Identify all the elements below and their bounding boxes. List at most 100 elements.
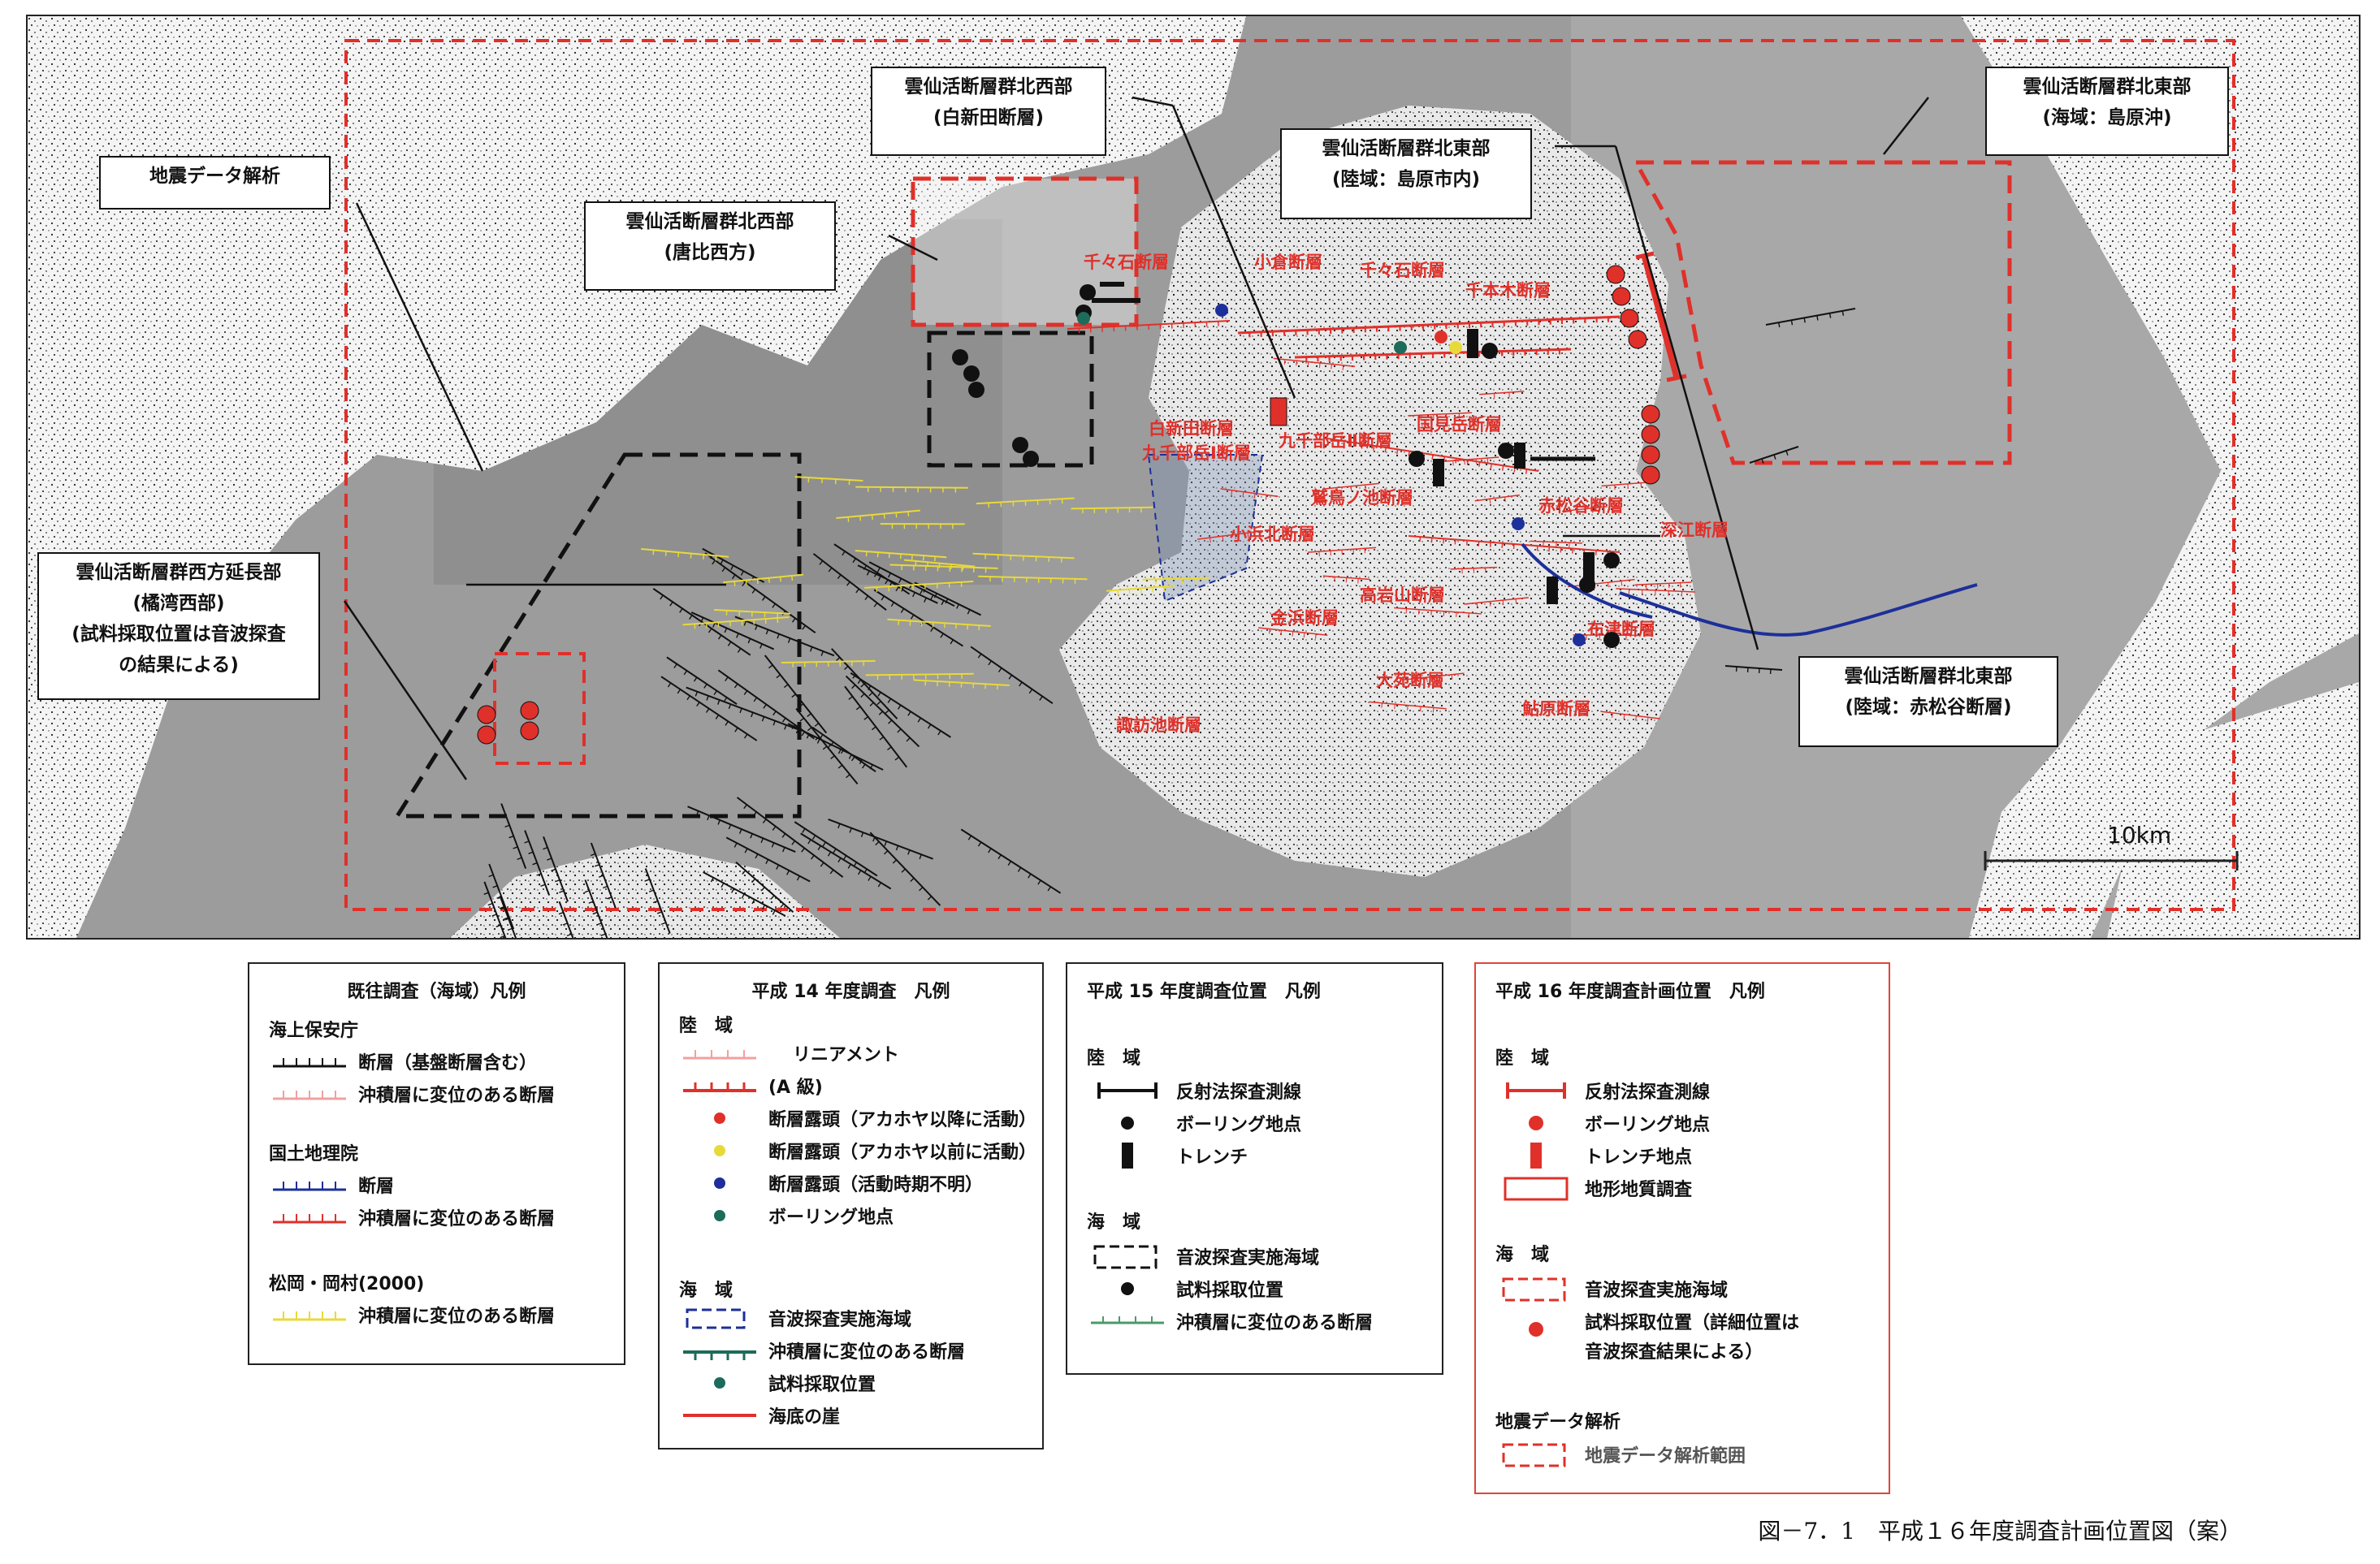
boring-red-icon: [1495, 1107, 1577, 1139]
callout-text: (試料採取位置は音波探査: [71, 624, 286, 645]
legend-h14: 平成 14 年度調査 凡例 陸 域 リニアメント (A 級) 断層露頭（アカホヤ…: [658, 962, 1044, 1450]
legend-label: 断層露頭（アカホヤ以降に活動）: [768, 1110, 1037, 1130]
fault-label: 金浜断層: [1270, 608, 1339, 628]
legend-label: 試料採取位置: [768, 1375, 876, 1395]
fault-label: 九千部岳Ⅱ断層: [1278, 431, 1392, 451]
callout-text: (橘湾西部): [132, 593, 225, 614]
callout-quake-analysis: 地震データ解析: [99, 156, 331, 210]
legend-existing-survey: 既往調査（海域）凡例 海上保安庁 断層（基盤断層含む） 沖積層に変位のある断層 …: [248, 962, 625, 1365]
fault-label: 鮎原断層: [1522, 699, 1590, 719]
legend-label: 地震データ解析範囲: [1585, 1446, 1746, 1467]
legend-spacer: [1495, 1334, 1577, 1367]
legend-group-label: 地震データ解析: [1495, 1412, 1621, 1432]
legend-group-label: 陸 域: [1087, 1048, 1141, 1069]
legend-label: 反射法探査測線: [1176, 1082, 1302, 1103]
callout-text: 雲仙活断層群北東部: [1844, 666, 2013, 687]
callout-text: 雲仙活断層群北東部: [2023, 76, 2192, 97]
scale-label: 10km: [2107, 822, 2171, 849]
boring-black-icon: [1087, 1107, 1168, 1139]
quake-range-icon: [1495, 1438, 1577, 1471]
h15-trench-points: [1433, 329, 1595, 604]
fault-label: 小倉断層: [1254, 253, 1322, 272]
blue-fault-symbol: [269, 1169, 350, 1201]
callout-ne-sea: 雲仙活断層群北東部 (海域：島原沖): [1985, 67, 2229, 156]
map-canvas: 10km 千々石断層 小倉断層 千々石断層 千本木断層 白新田断層 九千部岳Ⅰ断…: [28, 16, 2359, 938]
h14-sea-survey-box: [1147, 454, 1264, 603]
callout-text: の結果による): [119, 655, 239, 676]
red-dashed-box-icon: [1495, 1272, 1577, 1305]
legend-label: 断層: [358, 1177, 395, 1197]
legend-label: 海底の崖: [768, 1407, 841, 1428]
callout-ne-shimabara-city: 雲仙活断層群北東部 (陸域：島原市内): [1280, 128, 1532, 219]
existing-faults: [483, 308, 1856, 938]
h15-boring-points: [952, 284, 1620, 648]
legend-label: トレンチ地点: [1585, 1147, 1693, 1168]
legend-group-label: 松岡・岡村(2000): [269, 1274, 425, 1294]
legend-label: 音波探査実施海域: [1585, 1281, 1729, 1301]
legend-label: 音波探査実施海域: [768, 1310, 912, 1330]
callout-text: 雲仙活断層群北西部: [904, 76, 1073, 97]
legend-label: リニアメント: [793, 1045, 899, 1065]
outcrop-blue-icon: [679, 1167, 760, 1199]
legend-label: ボーリング地点: [1176, 1115, 1302, 1135]
fault-labels: 千々石断層 小倉断層 千々石断層 千本木断層 白新田断層 九千部岳Ⅰ断層 九千部…: [1084, 253, 1729, 735]
h14-outcrops: [1077, 304, 1586, 646]
sample-green-icon: [679, 1367, 760, 1399]
legend-label: ボーリング地点: [1585, 1115, 1711, 1135]
seafloor-cliff-symbol: [679, 1399, 760, 1432]
legend-group-label: 陸 域: [679, 1016, 733, 1036]
fault-label: 諏訪池断層: [1116, 715, 1201, 735]
legend-title: 平成 14 年度調査 凡例: [751, 982, 950, 1002]
legend-label: 断層（基盤断層含む）: [358, 1053, 538, 1074]
legend-label: 地形地質調査: [1585, 1180, 1693, 1200]
legend-label: 沖積層に変位のある断層: [358, 1209, 556, 1229]
quake-analysis-range: [344, 39, 2235, 911]
legend-label: 沖積層に変位のある断層: [1176, 1313, 1374, 1333]
callout-text: (白新田断層): [933, 107, 1045, 128]
callout-nw-shirashinden: 雲仙活断層群北西部 (白新田断層): [871, 67, 1106, 156]
lineament-a-symbol: [679, 1069, 760, 1102]
callout-text: 雲仙活断層群北東部: [1322, 138, 1491, 159]
legend-label: 音波探査結果による）: [1585, 1342, 1763, 1363]
callout-text: 雲仙活断層群北西部: [625, 211, 794, 232]
legend-label: トレンチ: [1176, 1147, 1248, 1168]
west-ext-survey-box: [393, 452, 802, 819]
callout-text: 雲仙活断層群西方延長部: [76, 562, 282, 583]
fault-label: 小浜北断層: [1230, 525, 1315, 544]
callout-text: (唐比西方): [664, 242, 756, 263]
legend-title: 既往調査（海域）凡例: [347, 982, 526, 1002]
callout-text: 地震データ解析: [149, 166, 280, 187]
legend-label: (A 級): [768, 1078, 823, 1098]
callout-text: (海域：島原沖): [2042, 107, 2172, 128]
west-ext-sample-box: [493, 652, 586, 765]
pink-fault-symbol: [269, 1078, 350, 1110]
legend-group-label: 海 域: [679, 1281, 733, 1301]
black-fault-symbol: [269, 1045, 350, 1078]
legend-title: 平成 15 年度調査位置 凡例: [1087, 982, 1321, 1002]
ne-sea-survey-box: [1632, 160, 2012, 465]
callout-text: (陸域：島原市内): [1331, 169, 1481, 190]
fault-label: 白新田断層: [1149, 419, 1234, 439]
callout-west-ext: 雲仙活断層群西方延長部 (橘湾西部) (試料採取位置は音波探査 の結果による): [37, 552, 320, 700]
topo-survey-box-icon: [1495, 1172, 1577, 1204]
legend-label: 断層露頭（アカホヤ以前に活動）: [768, 1143, 1037, 1163]
legend-group-label: 陸 域: [1495, 1048, 1550, 1069]
sample-red-icon: [1495, 1305, 1577, 1337]
fault-label: 赤松谷断層: [1538, 496, 1624, 516]
fault-label: 鷲鳥ノ池断層: [1311, 488, 1413, 508]
legend-label: 沖積層に変位のある断層: [358, 1086, 556, 1106]
legend-h15: 平成 15 年度調査位置 凡例 陸 域 反射法探査測線 ボーリング地点 トレンチ…: [1066, 962, 1443, 1375]
blue-dashed-box-icon: [679, 1302, 760, 1334]
h16-trench-point: [1270, 397, 1287, 426]
legend-label: ボーリング地点: [768, 1208, 894, 1228]
legend-group-label: 海 域: [1495, 1245, 1550, 1265]
fault-label: 高岩山断層: [1360, 585, 1445, 605]
legend-label: 試料採取位置: [1176, 1281, 1284, 1301]
land-northwest: [28, 16, 1246, 938]
green-fault-symbol: [679, 1334, 760, 1367]
legend-group-label: 海上保安庁: [269, 1021, 359, 1041]
reflection-line-black-icon: [1087, 1074, 1168, 1107]
red-fault-symbol: [269, 1201, 350, 1233]
legend-label: 試料採取位置（詳細位置は: [1585, 1313, 1800, 1333]
reflection-line-red: [1641, 255, 1680, 378]
